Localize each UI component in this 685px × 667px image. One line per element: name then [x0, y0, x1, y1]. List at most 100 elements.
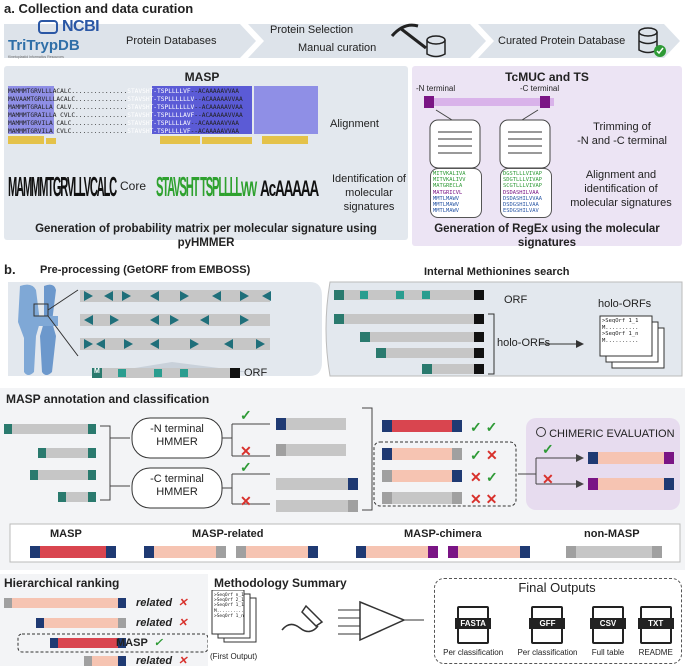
seq-logo-right: AcAAAAA [260, 176, 319, 201]
output-label: Per classification [517, 648, 578, 657]
preprocessing-diagram [8, 281, 683, 378]
database-check-icon [638, 27, 666, 57]
ncbi-logo: NCBI [38, 18, 100, 36]
tcmuc-footer: Generation of RegEx using the molecular … [434, 223, 660, 249]
signature-seq: SCGTLLLVIVAP [503, 183, 542, 190]
flow-step-protein-selection: Protein Selection [270, 24, 354, 36]
ranking-label: related [136, 655, 173, 667]
summary-diagram [211, 590, 424, 643]
holo-orfs-title: holo-ORFs [598, 298, 652, 310]
orf-arrow [170, 315, 179, 325]
alignment-row: MAVAAMTGRVLLLACALC..............STAVSHT-… [8, 96, 243, 103]
seq-card-text: >SeqOrf 1_1 M.......... >SeqOrf 1_n M...… [602, 318, 639, 344]
handwriting-icon [281, 604, 324, 633]
output-item: GFF Per classification [517, 600, 578, 657]
ranking-row: related ✕ [136, 654, 187, 667]
signature-seq: MATGRECLA [433, 183, 463, 190]
orf-arrow [84, 291, 93, 301]
core-label: Core [120, 179, 146, 193]
final-outputs-title: Final Outputs [518, 580, 596, 595]
alignment-left-block [8, 86, 54, 134]
category-masp: MASP [50, 528, 82, 540]
trimming-label: Trimming of -N and -C terminal [577, 121, 667, 147]
svg-text:✓: ✓ [240, 459, 252, 475]
cross-icon: ✕ [178, 655, 188, 667]
fasta-file-icon: FASTA [455, 606, 492, 644]
masp-footer: Generation of probability matrix per mol… [35, 223, 377, 249]
signature-seq: MMTLMAWV [433, 208, 459, 215]
tritrypdb-logo: TriTrypDB Kinetoplastid Informatics Reso… [8, 37, 80, 59]
orf-arrow [190, 339, 199, 349]
signature-seq: MITVKALIVV [433, 177, 466, 184]
orf-arrow [180, 291, 189, 301]
annotation-title: MASP annotation and classification [6, 392, 210, 406]
orf-arrow [240, 315, 249, 325]
svg-text:✓: ✓ [240, 407, 252, 423]
orf-arrow [240, 291, 249, 301]
signature-seq: MITVKALIVA [433, 171, 466, 177]
signature-seq: DSDASHILVAA [503, 189, 539, 196]
masp-alignment: MAMMMTGRVLLVCALC STAVSHT TSPLLLLvvv AcAA… [8, 86, 321, 202]
orf-arrow [104, 291, 113, 301]
seq-box-right [500, 168, 552, 218]
orf-arrow [122, 291, 131, 301]
signature-seq: MMTLMAWV [433, 202, 459, 209]
gff-file-icon: GFF [529, 606, 566, 644]
orf-arrow [110, 315, 119, 325]
check-icon: ✓ [153, 637, 163, 649]
alignment-row: MAMMMTGRALLA CALV...............STAVSHT-… [8, 104, 243, 111]
cross-icon: ✕ [178, 597, 188, 609]
orf-arrow [224, 339, 233, 349]
alignment-right-block [254, 86, 318, 134]
ranking-title: Hierarchical ranking [4, 576, 120, 590]
orf-arrow [256, 339, 265, 349]
svg-text:✕: ✕ [470, 469, 482, 485]
signature-seq: SDGTLLLVIVAP [503, 177, 542, 184]
txt-file-icon: TXT [637, 606, 674, 644]
output-label: README [638, 648, 673, 657]
annotation-diagram: ✓✕ ✓✕ ✓ ✓ ✓✕ ✕✓ ✕ ✕ ✓✕ [4, 407, 681, 563]
output-item: FASTA Per classification [443, 600, 503, 657]
category-masp-chimera: MASP-chimera [404, 528, 482, 540]
magnifier-icon [536, 427, 546, 437]
ranking-row: related✕ [136, 616, 187, 629]
category-non-masp: non-MASP [584, 528, 640, 540]
holo-orfs-label: holo-ORFs [497, 337, 551, 349]
orf-arrow [84, 315, 93, 325]
final-outputs-panel [434, 578, 682, 664]
masp-panel-title: MASP [184, 70, 220, 84]
align-identify-label: Alignment and identification of molecula… [570, 169, 672, 209]
svg-text:✕: ✕ [486, 447, 498, 463]
alignment-row: MAMMMTGRAILLA CVLC..............STAVSHT-… [8, 112, 243, 119]
collection-flow [4, 23, 680, 58]
svg-text:✓: ✓ [486, 469, 498, 485]
orf-label-2: ORF [504, 294, 528, 306]
flow-arrow-1 [4, 24, 256, 58]
ranking-label: related [136, 617, 173, 629]
output-label: Per classification [443, 648, 504, 657]
orf-arrow [150, 291, 159, 301]
svg-text:✕ ✕: ✕ ✕ [470, 491, 497, 507]
ranking-row: MASP✓ [116, 636, 163, 649]
orf-arrow [212, 291, 221, 301]
ranking-label: related [136, 597, 173, 609]
summary-cards: >SeqOrf n_1 >SeqOrf 2_1 >SeqOrf 1_1 M...… [214, 593, 244, 619]
svg-text:✓: ✓ [470, 447, 482, 463]
masp-sequences: MAMMMTGRVLLLACALC...............STAVSHT-… [8, 88, 243, 136]
first-output-label: (First Output) [210, 652, 258, 661]
signature-seq: DGSTLLLVIVAP [503, 171, 542, 177]
svg-text:✓: ✓ [542, 441, 554, 457]
orf-arrow [200, 315, 209, 325]
flow-step-protein-databases: Protein Databases [126, 35, 217, 47]
orf-track [80, 290, 270, 302]
svg-text:✕: ✕ [240, 493, 252, 509]
seq-logo-mid: STAVSHT TSPLLLLvvv [156, 171, 257, 202]
tcmuc-panel-title: TcMUC and TS [505, 70, 589, 84]
orf-arrow [96, 339, 105, 349]
signature-seq: ESDGSHILVAV [503, 208, 539, 215]
flow-step-curated-db: Curated Protein Database [498, 35, 626, 47]
